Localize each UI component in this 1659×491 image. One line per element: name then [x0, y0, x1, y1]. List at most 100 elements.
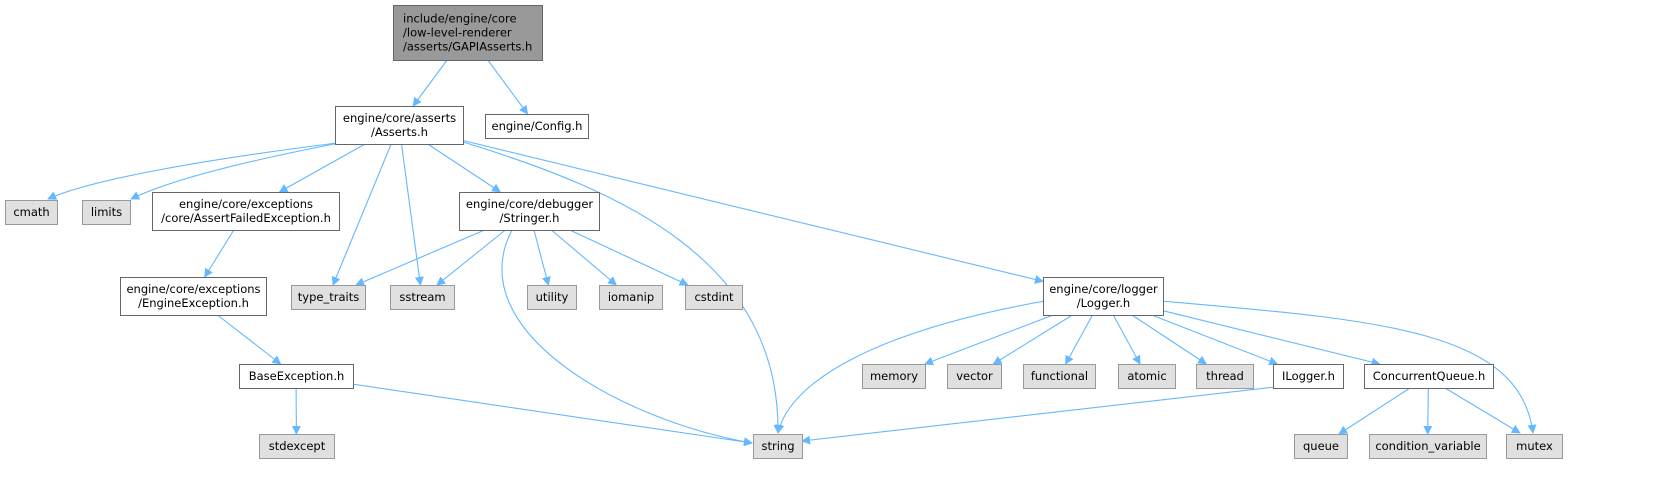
node-label: ILogger.h	[1282, 369, 1335, 383]
node-label: ConcurrentQueue.h	[1373, 369, 1486, 383]
node-functional: functional	[1023, 364, 1096, 389]
node-box	[291, 285, 366, 310]
node-stdexcept: stdexcept	[259, 434, 335, 459]
edge-logger-to-concurrentqueue	[1162, 310, 1381, 367]
node-queue: queue	[1294, 434, 1348, 459]
node-box	[390, 285, 455, 310]
edge-asserts-to-assertfailed	[278, 143, 366, 193]
node-label: atomic	[1127, 369, 1166, 383]
node-box	[1023, 364, 1096, 389]
node-label: vector	[956, 369, 993, 383]
node-label: mutex	[1516, 439, 1553, 453]
edge-logger-to-vector	[992, 314, 1073, 365]
edge-logger-to-memory	[924, 314, 1054, 366]
edge-assertfailed-to-engineexception	[204, 229, 235, 278]
node-label: string	[761, 439, 794, 453]
edge-stringer-to-iomanip	[551, 229, 617, 286]
node-label: engine/core/exceptions	[179, 197, 313, 211]
edge-logger-to-thread	[1131, 314, 1208, 365]
node-label: sstream	[399, 290, 445, 304]
node-condition-variable: condition_variable	[1369, 434, 1487, 459]
node-box	[1118, 364, 1176, 389]
node-label: iomanip	[608, 290, 654, 304]
edge-ilogger-to-string	[801, 386, 1276, 445]
node-ilogger[interactable]: ILogger.h	[1273, 364, 1344, 389]
node-baseexception[interactable]: BaseException.h	[239, 364, 354, 389]
node-box	[1364, 364, 1494, 389]
edge-engineexception-to-baseexception	[217, 314, 282, 365]
edge-stringer-to-string	[501, 229, 753, 447]
nodes-layer: include/engine/core/low-level-renderer/a…	[5, 5, 1563, 459]
node-box	[753, 434, 803, 459]
node-asserts[interactable]: engine/core/asserts/Asserts.h	[335, 106, 464, 145]
edges-layer	[47, 59, 1537, 447]
edge-asserts-to-limits	[130, 141, 346, 200]
node-box	[1506, 434, 1563, 459]
edge-asserts-to-logger	[462, 139, 1044, 284]
node-logger[interactable]: engine/core/logger/Logger.h	[1043, 277, 1164, 316]
node-engineexception[interactable]: engine/core/exceptions/EngineException.h	[120, 277, 267, 316]
edge-asserts-to-cmath	[47, 141, 346, 200]
node-cstdint: cstdint	[685, 285, 743, 310]
node-label: cstdint	[694, 290, 734, 304]
node-label: queue	[1303, 439, 1339, 453]
edge-logger-to-ilogger	[1151, 314, 1279, 366]
node-label: functional	[1031, 369, 1088, 383]
node-vector: vector	[947, 364, 1002, 389]
node-assertfailed[interactable]: engine/core/exceptions/core/AssertFailed…	[152, 192, 340, 231]
edge-stringer-to-sstream	[436, 229, 506, 286]
node-box	[459, 192, 600, 231]
node-stringer[interactable]: engine/core/debugger/Stringer.h	[459, 192, 600, 231]
node-label: engine/core/debugger	[466, 197, 594, 211]
node-string: string	[753, 434, 803, 459]
node-label: memory	[870, 369, 918, 383]
node-type-traits: type_traits	[291, 285, 366, 310]
edge-logger-to-mutex	[1160, 300, 1537, 434]
edge-concurrentqueue-to-condition_variable	[1423, 387, 1433, 435]
edge-root-to-config	[487, 59, 529, 115]
node-limits: limits	[82, 200, 131, 225]
node-label: engine/core/asserts	[343, 111, 456, 125]
node-label: /Stringer.h	[500, 211, 560, 225]
node-label: /Asserts.h	[371, 125, 428, 139]
edge-asserts-to-string	[462, 141, 783, 434]
node-thread: thread	[1196, 364, 1254, 389]
node-label: thread	[1206, 369, 1244, 383]
node-label: utility	[536, 290, 569, 304]
node-label: limits	[91, 205, 122, 219]
node-box	[259, 434, 335, 459]
node-box	[527, 285, 577, 310]
node-label: /low-level-renderer	[403, 26, 512, 40]
node-label: type_traits	[298, 290, 359, 304]
node-label: include/engine/core	[403, 12, 517, 26]
node-concurrentqueue[interactable]: ConcurrentQueue.h	[1364, 364, 1494, 389]
node-label: condition_variable	[1375, 439, 1480, 453]
node-box	[1196, 364, 1254, 389]
edge-stringer-to-type_traits	[355, 229, 485, 286]
node-label: stdexcept	[269, 439, 326, 453]
node-box	[1369, 434, 1487, 459]
node-label: /Logger.h	[1077, 296, 1130, 310]
edge-asserts-to-stringer	[427, 143, 502, 193]
node-label: cmath	[13, 205, 49, 219]
edge-asserts-to-type_traits	[331, 143, 392, 286]
node-root[interactable]: include/engine/core/low-level-renderer/a…	[393, 5, 543, 61]
node-box	[1043, 277, 1164, 316]
edge-concurrentqueue-to-queue	[1338, 387, 1411, 435]
node-config[interactable]: engine/Config.h	[485, 114, 589, 139]
node-box	[5, 200, 58, 225]
node-label: engine/core/logger	[1049, 282, 1158, 296]
edge-baseexception-to-string	[351, 383, 753, 447]
node-label: engine/Config.h	[492, 119, 583, 133]
edge-logger-to-atomic	[1112, 314, 1141, 365]
node-label: BaseException.h	[249, 369, 345, 383]
node-box	[685, 285, 743, 310]
node-box	[120, 277, 267, 316]
node-sstream: sstream	[390, 285, 455, 310]
edge-root-to-asserts	[412, 59, 448, 107]
node-box	[947, 364, 1002, 389]
node-label: /EngineException.h	[138, 296, 249, 310]
node-box	[152, 192, 340, 231]
edge-stringer-to-utility	[533, 229, 551, 286]
